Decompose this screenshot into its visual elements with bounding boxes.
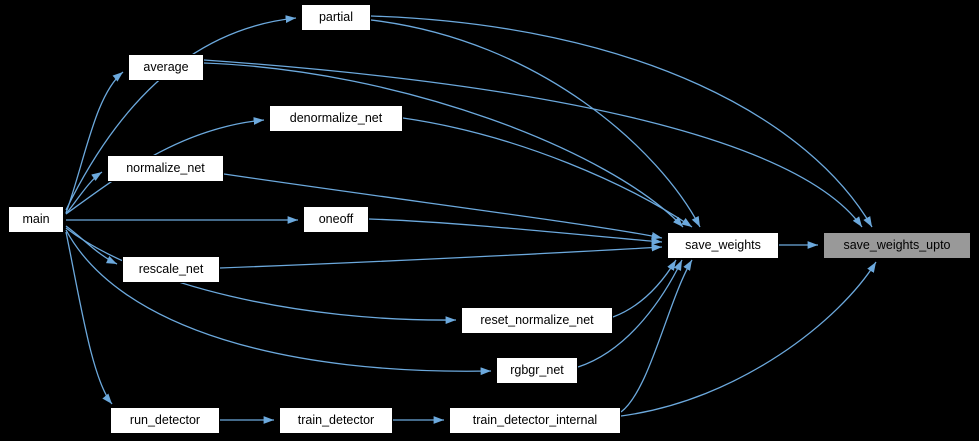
node-label: average	[143, 60, 189, 75]
edge-partial-save-weights	[370, 19, 701, 228]
edge-main-reset-normalize	[65, 227, 457, 325]
node-label: train_detector	[297, 413, 375, 428]
node-label: partial	[318, 10, 354, 25]
node-denormalize-net[interactable]: denormalize_net	[269, 105, 403, 132]
node-label: reset_normalize_net	[480, 313, 594, 328]
node-normalize-net[interactable]: normalize_net	[107, 155, 224, 182]
edge-main-normalize	[65, 171, 103, 215]
node-main[interactable]: main	[8, 206, 64, 233]
edge-main-average	[65, 71, 124, 214]
node-reset-normalize-net[interactable]: reset_normalize_net	[461, 307, 613, 334]
node-rgbgr-net[interactable]: rgbgr_net	[496, 357, 578, 384]
edge-rescale-save-weights	[219, 243, 663, 269]
edge-main-run-detector	[65, 231, 113, 405]
node-label: rgbgr_net	[510, 363, 564, 378]
node-run-detector[interactable]: run_detector	[110, 407, 220, 434]
node-oneoff[interactable]: oneoff	[303, 206, 369, 233]
node-train-detector[interactable]: train_detector	[279, 407, 393, 434]
node-label: save_weights	[685, 238, 761, 253]
edge-average-save-weights	[203, 62, 684, 228]
node-label: normalize_net	[126, 161, 205, 176]
node-label: rescale_net	[138, 262, 204, 277]
edge-main-rgbgr	[65, 229, 492, 376]
node-save-weights-upto[interactable]: save_weights_upto	[823, 232, 971, 259]
node-label: run_detector	[129, 413, 201, 428]
node-partial[interactable]: partial	[301, 4, 371, 31]
edge-partial-save-weights-upto	[370, 15, 873, 228]
edge-main-partial	[65, 15, 297, 211]
node-label: main	[22, 212, 50, 227]
node-save-weights[interactable]: save_weights	[667, 232, 779, 259]
node-rescale-net[interactable]: rescale_net	[122, 256, 220, 283]
edge-rgbgr-save-weights	[577, 259, 683, 368]
edge-denormalize-save-weights	[402, 117, 693, 228]
edge-oneoff-save-weights	[368, 218, 663, 246]
node-average[interactable]: average	[128, 54, 204, 81]
edge-average-save-weights-upto	[203, 59, 863, 228]
edge-main-rescale	[65, 225, 118, 265]
node-label: save_weights_upto	[843, 238, 951, 253]
edge-normalize-save-weights	[223, 173, 663, 240]
node-label: train_detector_internal	[472, 413, 598, 428]
node-train-detector-internal[interactable]: train_detector_internal	[449, 407, 621, 434]
edge-reset-normalize-save-weights	[612, 259, 677, 318]
node-label: oneoff	[318, 212, 354, 227]
edge-train-internal-save-weights	[620, 259, 693, 413]
node-label: denormalize_net	[289, 111, 383, 126]
edge-train-internal-save-weights-upto	[620, 261, 877, 417]
